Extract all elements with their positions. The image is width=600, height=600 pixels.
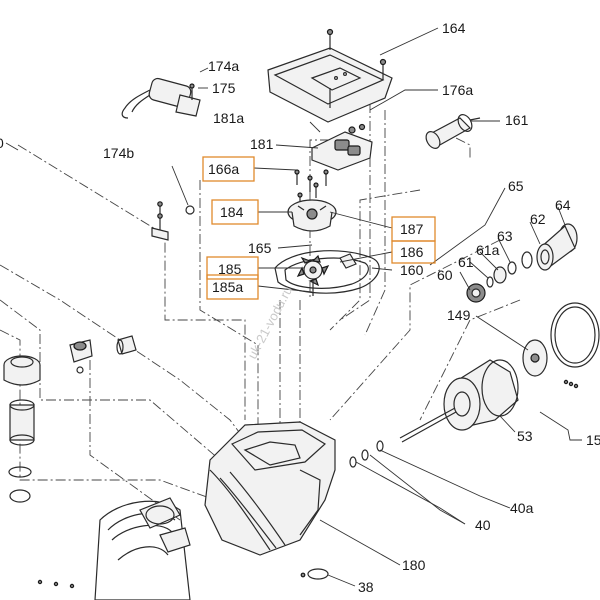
lid-cover — [267, 28, 393, 123]
capacitor-174a — [121, 77, 201, 119]
label-64: 64 — [555, 197, 571, 213]
label-166a: 166a — [208, 161, 239, 177]
screws-166a — [294, 169, 329, 208]
label-60: 60 — [437, 267, 453, 283]
label-149: 149 — [447, 307, 471, 323]
watermark-text: uk-21-vodu.ru — [244, 284, 295, 362]
pump-housing-180 — [204, 421, 336, 580]
label-174b: 174b — [103, 145, 134, 161]
label-40: 40 — [475, 517, 491, 533]
assembly-axis-lines — [0, 85, 521, 521]
label-164: 164 — [442, 20, 466, 36]
fittings-left — [3, 335, 137, 589]
label-180: 180 — [402, 557, 426, 573]
label-175: 175 — [212, 80, 236, 96]
label-160: 160 — [400, 262, 424, 278]
highlight-box-184 — [211, 199, 259, 225]
strainer-basket — [94, 497, 191, 600]
highlight-boxes — [202, 156, 436, 300]
motor-assembly — [349, 302, 600, 468]
label-185: 185 — [218, 261, 242, 277]
highlight-box-185 — [206, 256, 259, 280]
hub-184 — [287, 199, 337, 232]
label-181a: 181a — [213, 110, 244, 126]
label-187: 187 — [400, 221, 424, 237]
label-174a: 174a — [208, 58, 239, 74]
label-15: 15 — [586, 432, 600, 448]
label-65: 65 — [508, 178, 524, 194]
label-38: 38 — [358, 579, 374, 595]
highlight-box-186 — [391, 240, 436, 264]
capacitor-161 — [425, 114, 481, 149]
label-184: 184 — [220, 204, 244, 220]
label-176a: 176a — [442, 82, 473, 98]
part-labels: 164 174a 175 176a 181a 181 161 174b 166a… — [0, 20, 600, 595]
highlight-box-166a — [202, 156, 255, 182]
label-40a: 40a — [510, 500, 534, 516]
label-165: 165 — [248, 240, 272, 256]
label-161: 161 — [505, 112, 529, 128]
label-185a: 185a — [212, 279, 243, 295]
label-0: 0 — [0, 135, 4, 151]
label-181: 181 — [250, 136, 274, 152]
label-61: 61 — [458, 254, 474, 270]
label-61a: 61a — [476, 242, 500, 258]
leader-lines — [5, 27, 582, 587]
label-62: 62 — [530, 211, 546, 227]
electronic-board-181 — [311, 123, 373, 171]
label-53: 53 — [517, 428, 533, 444]
highlight-box-185a — [206, 274, 259, 300]
screws-174b — [151, 201, 195, 241]
label-63: 63 — [497, 228, 513, 244]
label-186: 186 — [400, 244, 424, 260]
seal-parts — [466, 223, 578, 303]
